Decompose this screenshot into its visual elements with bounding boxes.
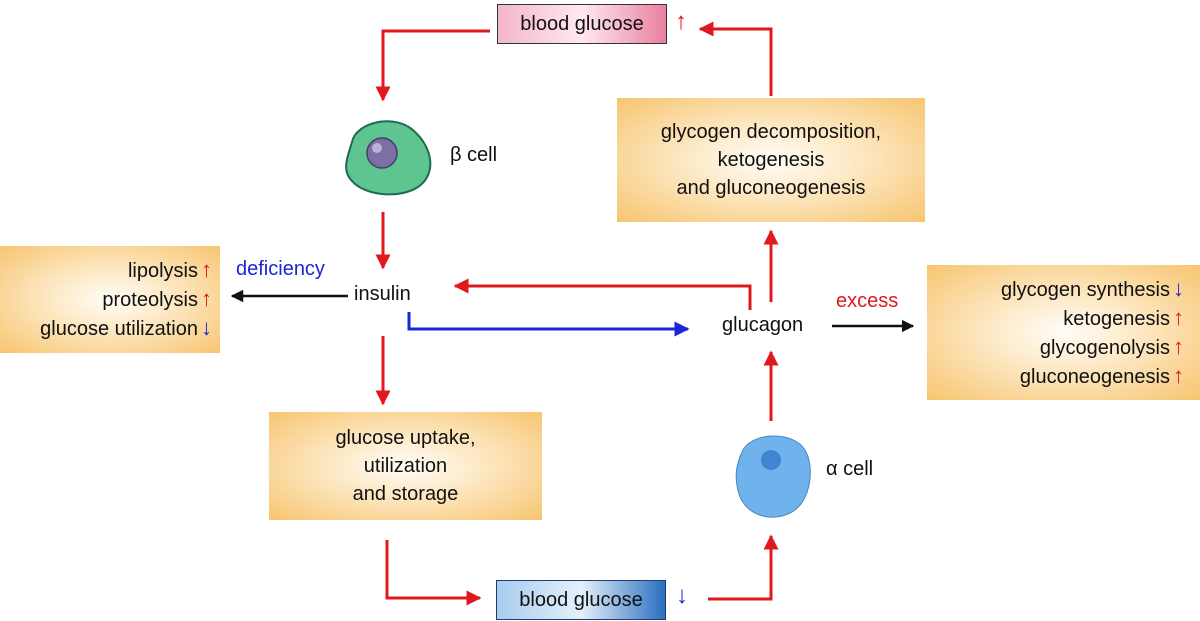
blood-glucose-high-text: blood glucose bbox=[520, 12, 644, 35]
deficiency-effect-item: glucose utilization↓ bbox=[40, 315, 212, 340]
up-arrow-icon: ↑ bbox=[1173, 304, 1184, 330]
arrow-low-glucose-to-alpha-cell bbox=[708, 534, 779, 601]
beta-cell-label: β cell bbox=[450, 144, 498, 166]
excess-label: excess bbox=[836, 290, 899, 312]
uptake-line: glucose uptake, bbox=[335, 427, 476, 449]
up-arrow-icon: ↑ bbox=[1173, 333, 1184, 359]
excess-effect-item: glycogenolysis↑ bbox=[1039, 333, 1184, 359]
alpha-cell-graphic bbox=[735, 435, 811, 518]
arrow-uptake-to-low-glucose bbox=[385, 540, 482, 606]
uptake-line: utilization bbox=[363, 455, 448, 477]
up-arrow-icon: ↑ bbox=[201, 286, 212, 311]
arrow-glucose-to-beta-cell bbox=[375, 29, 490, 102]
decomposition-line: glycogen decomposition, bbox=[660, 121, 882, 143]
insulin-label: insulin bbox=[354, 283, 411, 305]
blood-glucose-low-trend: ↓ bbox=[676, 582, 688, 609]
blood-glucose-low-text: blood glucose bbox=[519, 588, 643, 611]
excess-effect-item: ketogenesis↑ bbox=[1063, 304, 1184, 330]
arrow-insulin-to-glucagon bbox=[407, 312, 690, 337]
blood-glucose-high-box: blood glucose bbox=[497, 4, 667, 44]
blood-glucose-low-box: blood glucose bbox=[496, 580, 666, 620]
glucose-uptake-box: glucose uptake, utilization and storage bbox=[269, 412, 542, 520]
blood-glucose-high-trend: ↑ bbox=[675, 8, 687, 35]
glucagon-label: glucagon bbox=[722, 314, 804, 336]
decomposition-line: and gluconeogenesis bbox=[676, 177, 866, 199]
beta-cell-graphic bbox=[345, 120, 432, 196]
deficiency-effect-item: lipolysis↑ bbox=[127, 257, 212, 282]
excess-effects-box: glycogen synthesis↓ ketogenesis↑ glycoge… bbox=[927, 265, 1200, 400]
up-arrow-icon: ↑ bbox=[201, 257, 212, 282]
up-arrow-icon: ↑ bbox=[1173, 362, 1184, 388]
glycogen-decomposition-box: glycogen decomposition, ketogenesis and … bbox=[617, 98, 925, 222]
excess-effect-item: glycogen synthesis↓ bbox=[1001, 275, 1184, 301]
alpha-cell-label: α cell bbox=[826, 458, 874, 480]
decomposition-line: ketogenesis bbox=[717, 149, 825, 171]
arrow-glucagon-to-insulin bbox=[453, 278, 752, 310]
arrow-decomposition-to-glucose bbox=[698, 21, 773, 96]
deficiency-label: deficiency bbox=[236, 258, 325, 280]
down-arrow-icon: ↓ bbox=[1173, 275, 1184, 301]
uptake-line: and storage bbox=[352, 483, 459, 505]
deficiency-effect-item: proteolysis↑ bbox=[102, 286, 212, 311]
excess-effect-item: gluconeogenesis↑ bbox=[1019, 362, 1184, 388]
down-arrow-icon: ↓ bbox=[201, 315, 212, 340]
deficiency-effects-box: lipolysis↑ proteolysis↑ glucose utilizat… bbox=[0, 246, 220, 353]
